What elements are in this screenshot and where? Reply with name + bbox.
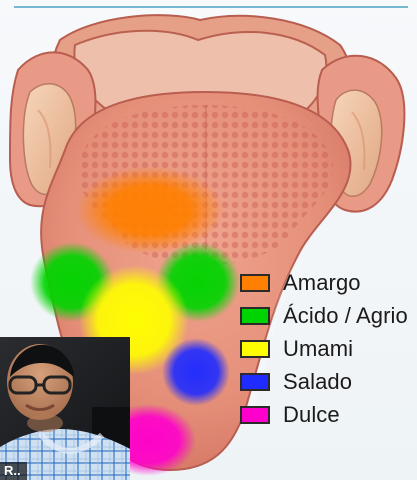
legend-item-acido-agrio: Ácido / Agrio <box>240 299 417 332</box>
legend-swatch <box>240 373 270 391</box>
legend-item-amargo: Amargo <box>240 266 417 299</box>
participant-video-tile[interactable]: R.. <box>0 337 130 480</box>
legend-swatch <box>240 274 270 292</box>
legend-swatch <box>240 340 270 358</box>
legend-label: Ácido / Agrio <box>283 303 408 329</box>
taste-legend: Amargo Ácido / Agrio Umami Salado Dulce <box>240 266 417 431</box>
legend-item-dulce: Dulce <box>240 398 417 431</box>
legend-label: Dulce <box>283 402 340 428</box>
legend-label: Amargo <box>283 270 361 296</box>
legend-label: Salado <box>283 369 352 395</box>
legend-item-salado: Salado <box>240 365 417 398</box>
legend-swatch <box>240 307 270 325</box>
legend-label: Umami <box>283 336 353 362</box>
legend-swatch <box>240 406 270 424</box>
person-video-icon <box>0 337 130 480</box>
participant-name-label: R.. <box>0 462 27 480</box>
legend-item-umami: Umami <box>240 332 417 365</box>
